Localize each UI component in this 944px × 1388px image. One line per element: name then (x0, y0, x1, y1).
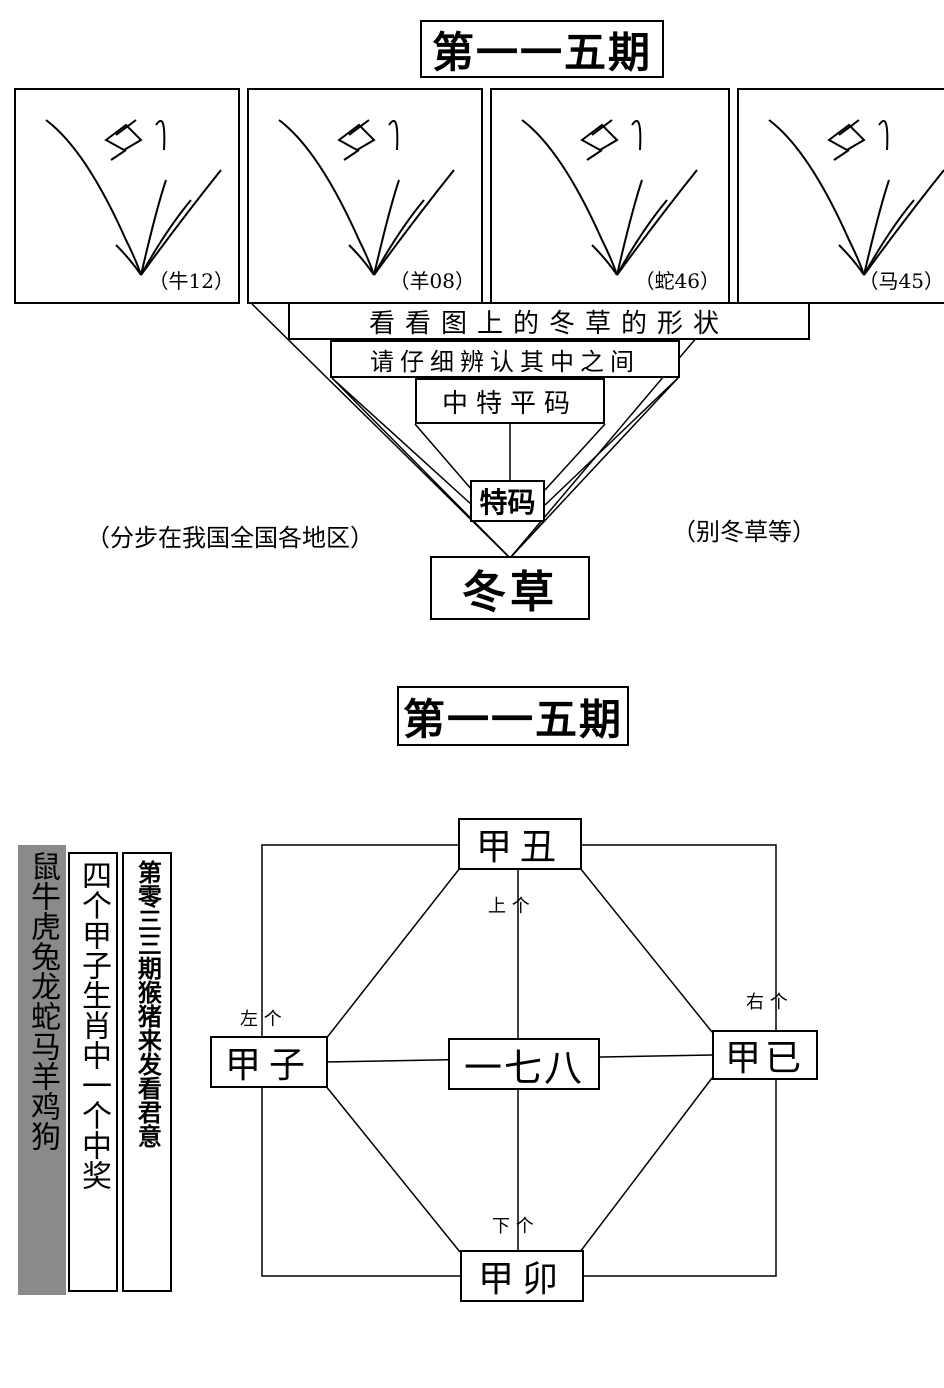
instruction-line-3: 中特平码 (415, 378, 605, 424)
panel-caption: （牛12） (148, 269, 234, 293)
answer-box: 冬草 (430, 556, 590, 620)
node-left: 甲子 (210, 1036, 328, 1088)
tema-box: 特码 (470, 480, 545, 522)
label-up: 上 个 (488, 896, 530, 917)
flower-illustration (768, 119, 944, 276)
node-top: 甲丑 (458, 818, 582, 870)
flower-illustration (45, 119, 222, 276)
instruction-line-2: 请仔细辨认其中之间 (330, 340, 680, 378)
instruction-line-1: 看看图上的冬草的形状 (288, 302, 810, 340)
top-title: 第一一五期 (420, 20, 664, 78)
flower-panel-3: （蛇46） (490, 88, 730, 304)
label-right: 右 个 (746, 992, 788, 1013)
hint-column: 四个甲子生肖中一个中奖 (68, 852, 118, 1292)
flower-panel-4: （马45） (737, 88, 944, 304)
node-right: 甲已 (712, 1030, 818, 1080)
issue-column: 第零三三期猴猪来发看君意 (122, 852, 172, 1292)
flower-panel-2: （羊08） (247, 88, 483, 304)
note-left: （分步在我国全国各地区） (86, 524, 374, 552)
flower-panel-1: （牛12） (14, 88, 240, 304)
bottom-title: 第一一五期 (397, 686, 629, 746)
funnel-lines (251, 303, 726, 559)
panel-caption: （羊08） (389, 269, 475, 293)
panel-caption: （马45） (858, 269, 944, 293)
node-center: 一七八 (448, 1038, 600, 1090)
panel-caption: （蛇46） (634, 269, 720, 293)
label-left: 左 个 (240, 1009, 282, 1030)
flower-illustration (521, 119, 698, 276)
flower-illustration (278, 119, 455, 276)
label-down: 下 个 (492, 1216, 534, 1237)
zodiac-column: 鼠牛虎兔龙蛇马羊鸡狗 (18, 845, 66, 1295)
note-right: （别冬草等） (672, 518, 816, 546)
node-bottom: 甲卯 (460, 1250, 584, 1302)
